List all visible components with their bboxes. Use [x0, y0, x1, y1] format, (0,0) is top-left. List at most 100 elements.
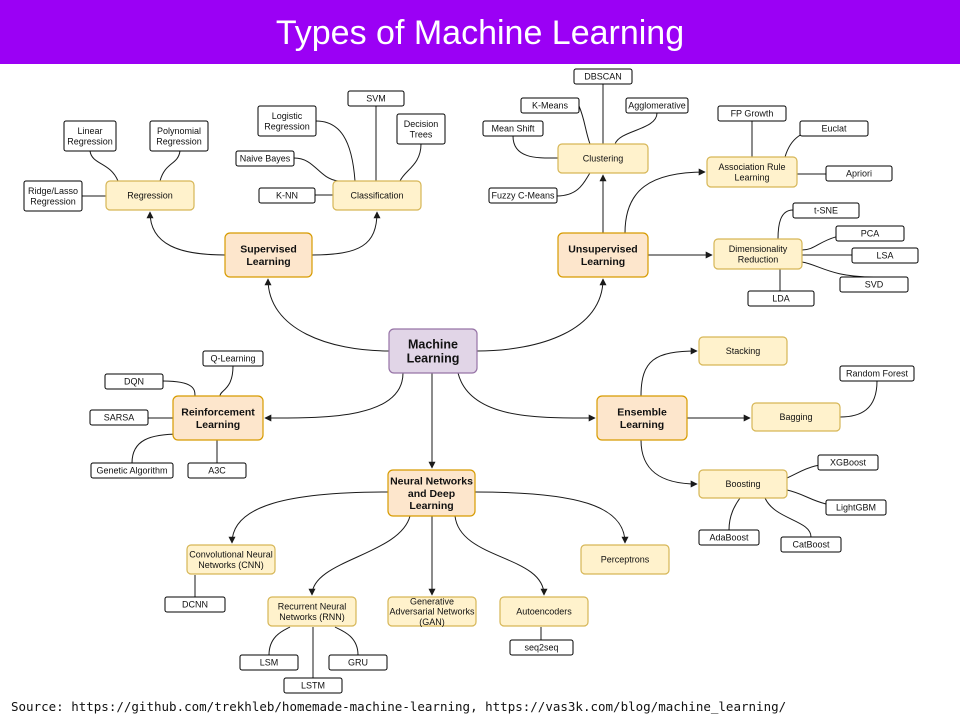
- connector-line: [640, 439, 698, 488]
- node-box: [557, 143, 649, 174]
- node-box: [347, 90, 405, 107]
- node-box: [717, 105, 787, 122]
- node-box: [257, 105, 317, 137]
- node-label: Autoencoders: [516, 607, 572, 617]
- connector-line: [839, 380, 878, 418]
- page-title: Types of Machine Learning: [0, 0, 960, 64]
- node-box: [780, 536, 842, 553]
- node-label: Clustering: [583, 154, 624, 164]
- connector-line: [624, 168, 706, 234]
- node-label: Random Forest: [846, 369, 909, 379]
- connector-line: [476, 278, 607, 352]
- node-box: [557, 232, 649, 278]
- ml-types-diagram: MachineLearningSupervisedLearningUnsuper…: [23, 68, 919, 694]
- node-agglomerative: Agglomerative: [625, 97, 689, 114]
- node-label: Mean Shift: [491, 124, 535, 134]
- node-bagging: Bagging: [751, 402, 841, 432]
- node-box: [105, 180, 195, 211]
- node-box: [387, 596, 477, 627]
- node-box: [713, 238, 803, 270]
- node-lstm: LSTM: [283, 677, 343, 694]
- node-classification: Classification: [332, 180, 422, 211]
- node-clustering: Clustering: [557, 143, 649, 174]
- connector-line: [264, 278, 390, 352]
- node-box: [267, 596, 357, 627]
- node-boosting: Boosting: [698, 469, 788, 499]
- node-label: Regression: [30, 196, 76, 206]
- node-label: Regression: [127, 191, 173, 201]
- node-label: SVD: [865, 280, 884, 290]
- connector-line: [454, 515, 548, 596]
- node-box: [625, 97, 689, 114]
- node-label: Unsupervised: [568, 244, 637, 256]
- node-label: Stacking: [726, 346, 761, 356]
- node-box: [573, 68, 633, 85]
- connector-lines: [82, 84, 878, 678]
- node-box: [698, 336, 788, 366]
- node-label: Generative: [410, 596, 454, 606]
- node-label: GRU: [348, 658, 368, 668]
- node-label: CatBoost: [792, 540, 830, 550]
- node-box: [817, 454, 879, 471]
- node-label: XGBoost: [830, 458, 867, 468]
- node-fuzzy-cmeans: Fuzzy C-Means: [488, 187, 558, 204]
- node-label: DQN: [124, 377, 144, 387]
- node-box: [202, 350, 264, 367]
- node-box: [799, 120, 869, 137]
- node-label: AdaBoost: [709, 533, 749, 543]
- node-mean-shift: Mean Shift: [482, 120, 544, 137]
- node-box: [792, 202, 860, 219]
- node-euclat: Euclat: [799, 120, 869, 137]
- node-regression: Regression: [105, 180, 195, 211]
- connector-line: [512, 135, 559, 159]
- node-fp-growth: FP Growth: [717, 105, 787, 122]
- node-lda: LDA: [747, 290, 815, 307]
- node-label: LSA: [876, 251, 893, 261]
- node-label: LightGBM: [836, 503, 876, 513]
- node-label: Learning: [196, 419, 240, 431]
- node-box: [825, 499, 887, 516]
- node-label: PCA: [861, 229, 880, 239]
- node-catboost: CatBoost: [780, 536, 842, 553]
- connector-line: [311, 211, 381, 256]
- node-label: K-Means: [532, 101, 569, 111]
- node-box: [706, 156, 798, 188]
- connector-line: [162, 380, 196, 397]
- node-box: [520, 97, 580, 114]
- node-label: Neural Networks: [390, 476, 473, 488]
- connector-line: [801, 261, 875, 278]
- node-autoencoders: Autoencoders: [499, 596, 589, 627]
- node-sarsa: SARSA: [89, 409, 149, 426]
- connector-line: [777, 209, 794, 240]
- node-box: [698, 529, 760, 546]
- node-box: [388, 328, 478, 374]
- node-box: [825, 165, 893, 182]
- node-label: Association Rule: [718, 162, 785, 172]
- node-gru: GRU: [328, 654, 388, 671]
- node-label: A3C: [208, 466, 226, 476]
- node-box: [224, 232, 313, 278]
- node-naive-bayes: Naive Bayes: [235, 150, 295, 167]
- node-label: Decision: [404, 119, 439, 129]
- node-label: t-SNE: [814, 206, 838, 216]
- node-label: Machine: [408, 337, 458, 351]
- connector-line: [131, 433, 181, 464]
- node-label: Bagging: [779, 412, 812, 422]
- node-label: seq2seq: [524, 643, 558, 653]
- node-random-forest: Random Forest: [839, 365, 915, 382]
- node-label: Learning: [407, 352, 460, 366]
- connector-line: [89, 150, 119, 182]
- node-box: [698, 469, 788, 499]
- node-label: Ensemble: [617, 407, 667, 419]
- node-label: K-NN: [276, 191, 298, 201]
- connector-line: [308, 515, 411, 596]
- diagram-nodes: MachineLearningSupervisedLearningUnsuper…: [23, 68, 919, 694]
- node-box: [332, 180, 422, 211]
- node-label: DBSCAN: [584, 72, 622, 82]
